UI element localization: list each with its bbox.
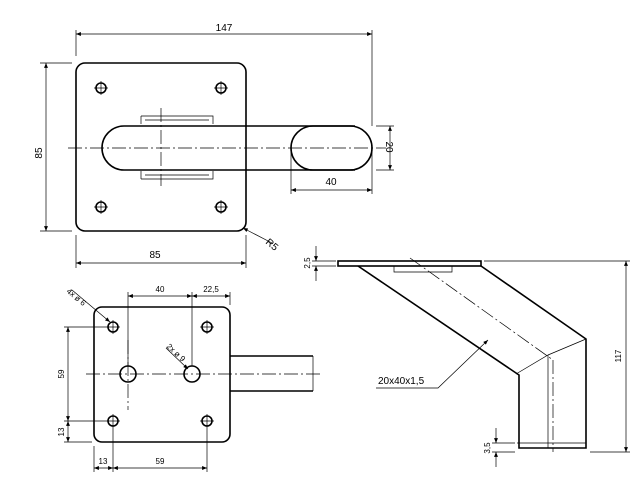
side-arm-outline (357, 265, 587, 449)
large-holes-label: 2x ø 9 (165, 342, 188, 364)
dim-85v-label: 85 (34, 147, 45, 159)
top-plate-holes (94, 81, 228, 214)
dim-117-label: 117 (614, 349, 623, 362)
top-weld-tabs (140, 115, 214, 180)
dim-85h-label: 85 (149, 250, 161, 261)
dim-front-59-v: 59 (57, 326, 106, 422)
dim-front-59v-label: 59 (57, 369, 66, 378)
dim-front-59h-label: 59 (156, 457, 165, 466)
dim-147-label: 147 (216, 23, 233, 34)
dim-85-horizontal: 85 (75, 235, 247, 268)
profile-callout: 20x40x1,5 (376, 339, 489, 389)
dim-3-5: 3,5 (483, 428, 515, 467)
dim-front-13-h: 13 (93, 428, 114, 472)
dim-85-vertical: 85 (34, 62, 72, 232)
dim-20-label: 20 (383, 141, 394, 153)
small-holes-label: 4x ø 6 (65, 287, 88, 309)
dim-147: 147 (75, 23, 373, 126)
dim-front-22-5-label: 22,5 (203, 285, 219, 294)
top-plate-outline (75, 62, 247, 232)
callout-2x-d9: 2x ø 9 (165, 342, 189, 370)
dim-front-40-label: 40 (156, 285, 165, 294)
side-plate (337, 260, 482, 267)
dim-front-13-v: 13 (57, 421, 92, 443)
dim-front-13v-label: 13 (57, 427, 66, 436)
front-view: 4x ø 6 2x ø 9 40 22,5 59 (57, 285, 320, 472)
side-centerline (409, 257, 554, 361)
dim-front-40: 40 (127, 285, 193, 366)
dim-40: 40 (290, 150, 373, 194)
dim-20: 20 (376, 125, 394, 171)
side-weld-tab (393, 266, 453, 273)
dim-front-22-5: 22,5 (192, 285, 231, 305)
dim-front-13h-label: 13 (99, 457, 108, 466)
dim-2-5: 2,5 (303, 246, 336, 281)
front-arm-outline (230, 355, 313, 392)
dim-40-label: 40 (325, 177, 337, 188)
callout-4x-d6: 4x ø 6 (65, 287, 111, 323)
dim-r5: R5 (242, 227, 280, 254)
top-view: 147 85 85 R5 20 (34, 23, 394, 268)
side-view: 20x40x1,5 2,5 117 3,5 (303, 246, 630, 467)
dim-117: 117 (484, 260, 630, 453)
front-small-holes (106, 320, 214, 428)
front-plate-outline (93, 306, 231, 443)
dim-2-5-label: 2,5 (303, 257, 312, 269)
dim-3-5-label: 3,5 (483, 442, 492, 454)
dim-front-59-h: 59 (113, 428, 208, 472)
profile-label: 20x40x1,5 (378, 376, 425, 387)
